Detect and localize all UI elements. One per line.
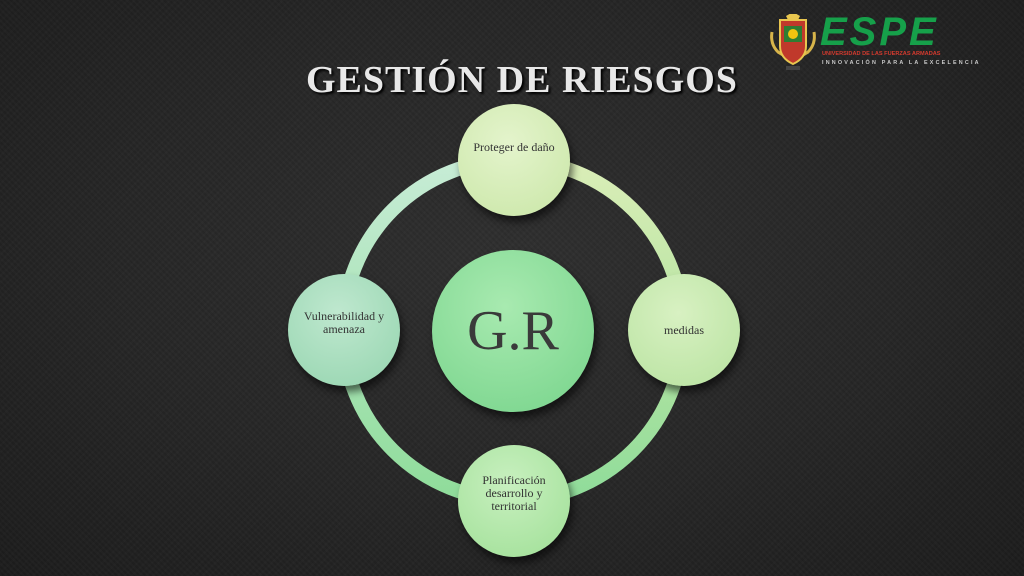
logo-wordmark: ESPE <box>820 10 939 54</box>
university-crest-icon <box>770 14 816 70</box>
page-title: GESTIÓN DE RIESGOS <box>306 59 738 101</box>
espe-logo: ESPE UNIVERSIDAD DE LAS FUERZAS ARMADAS … <box>768 10 981 74</box>
center-node-label: G.R <box>467 300 559 362</box>
logo-tagline: INNOVACIÓN PARA LA EXCELENCIA <box>822 60 981 66</box>
node-proteger-label: Proteger de daño <box>473 139 555 154</box>
node-medidas: medidas <box>628 274 740 386</box>
center-node: G.R <box>432 250 594 412</box>
node-proteger: Proteger de daño <box>458 104 570 216</box>
node-medidas-label: medidas <box>664 322 704 337</box>
logo-subtitle: UNIVERSIDAD DE LAS FUERZAS ARMADAS <box>822 51 941 57</box>
node-planificacion: Planificación desarrollo y territorial <box>458 445 570 557</box>
node-planificacion-label: Planificación desarrollo y territorial <box>482 472 546 513</box>
node-vulnerabilidad-label: Vulnerabilidad y amenaza <box>303 309 385 336</box>
node-vulnerabilidad: Vulnerabilidad y amenaza <box>288 274 400 386</box>
